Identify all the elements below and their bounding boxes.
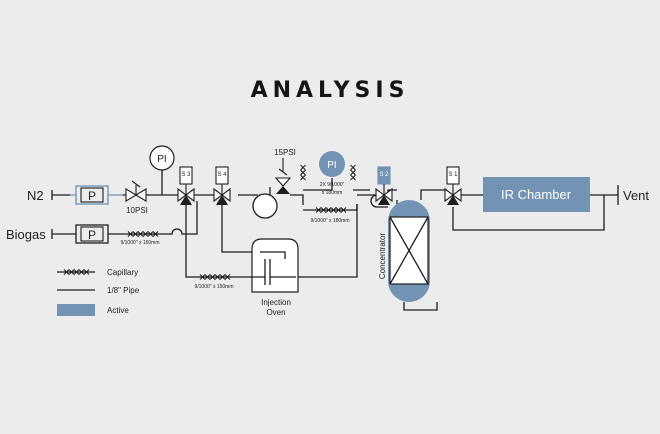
- n2-pump-label: P: [88, 189, 96, 203]
- regulator-10psi: 10PSI: [125, 180, 148, 215]
- legend-pipe-label: 1/8" Pipe: [107, 286, 140, 295]
- legend-pipe: 1/8" Pipe: [57, 286, 140, 295]
- upper-capillary-label-1: 2X 9/1000": [320, 182, 345, 188]
- oven-capillary-label: 9/1000" x 150mm: [194, 284, 233, 290]
- ir-chamber-label: IR Chamber: [501, 187, 572, 202]
- biogas-capillary-label: 9/1000" x 150mm: [120, 240, 159, 246]
- pi-right-label: PI: [327, 160, 336, 171]
- ir-chamber: IR Chamber: [483, 177, 590, 212]
- legend-capillary: Capillary: [57, 268, 138, 277]
- pressure-gauge-right: PI: [319, 151, 345, 177]
- pipe-network: [51, 170, 619, 311]
- oven-label-line1: Injection: [261, 298, 291, 307]
- flow-sensor-circle: [252, 193, 278, 219]
- upper-capillary-right: [350, 164, 356, 181]
- valve-s2-label: S 2: [379, 172, 389, 178]
- valve-s3: S 3: [177, 166, 195, 205]
- upper-capillary-label-2: x 180mm: [322, 190, 343, 196]
- regulator-15psi: 15PSI: [274, 148, 296, 194]
- valve-s3-label: S 3: [181, 172, 191, 178]
- legend: Capillary 1/8" Pipe Active: [57, 268, 140, 316]
- concentrator-label: Concentrator: [378, 233, 387, 280]
- valve-s2: S 2: [375, 166, 393, 205]
- biogas-label: Biogas: [6, 227, 46, 242]
- oven-capillary: 9/1000" x 150mm: [194, 274, 234, 290]
- concentrator: Concentrator: [378, 200, 430, 302]
- pressure-gauge-left: PI: [149, 145, 175, 171]
- legend-active: Active: [57, 304, 129, 316]
- oven-label-line2: Oven: [266, 308, 285, 317]
- injection-oven: Injection Oven: [243, 238, 299, 317]
- legend-active-label: Active: [107, 306, 129, 315]
- page-title: ANALYSIS: [251, 78, 410, 103]
- valve-s4-label: S 4: [217, 172, 227, 178]
- lower-capillary: 9/1000" x 180mm: [310, 207, 350, 224]
- n2-pump: P: [75, 185, 109, 205]
- upper-capillary-left: [300, 164, 306, 181]
- lower-capillary-label: 9/1000" x 180mm: [310, 218, 349, 224]
- valve-s1: S 1: [444, 166, 462, 205]
- biogas-capillary: 9/1000" x 150mm: [120, 231, 160, 246]
- valve-s4: S 4: [213, 166, 231, 205]
- biogas-pump: P: [75, 224, 109, 244]
- vent-label: Vent: [623, 188, 649, 203]
- legend-capillary-label: Capillary: [107, 268, 138, 277]
- biogas-pump-label: P: [88, 228, 96, 242]
- valve-s1-label: S 1: [448, 172, 458, 178]
- n2-label: N2: [27, 188, 44, 203]
- reg-10psi-label: 10PSI: [126, 206, 148, 215]
- pi-left-label: PI: [157, 154, 166, 165]
- reg-15psi-label: 15PSI: [274, 148, 296, 157]
